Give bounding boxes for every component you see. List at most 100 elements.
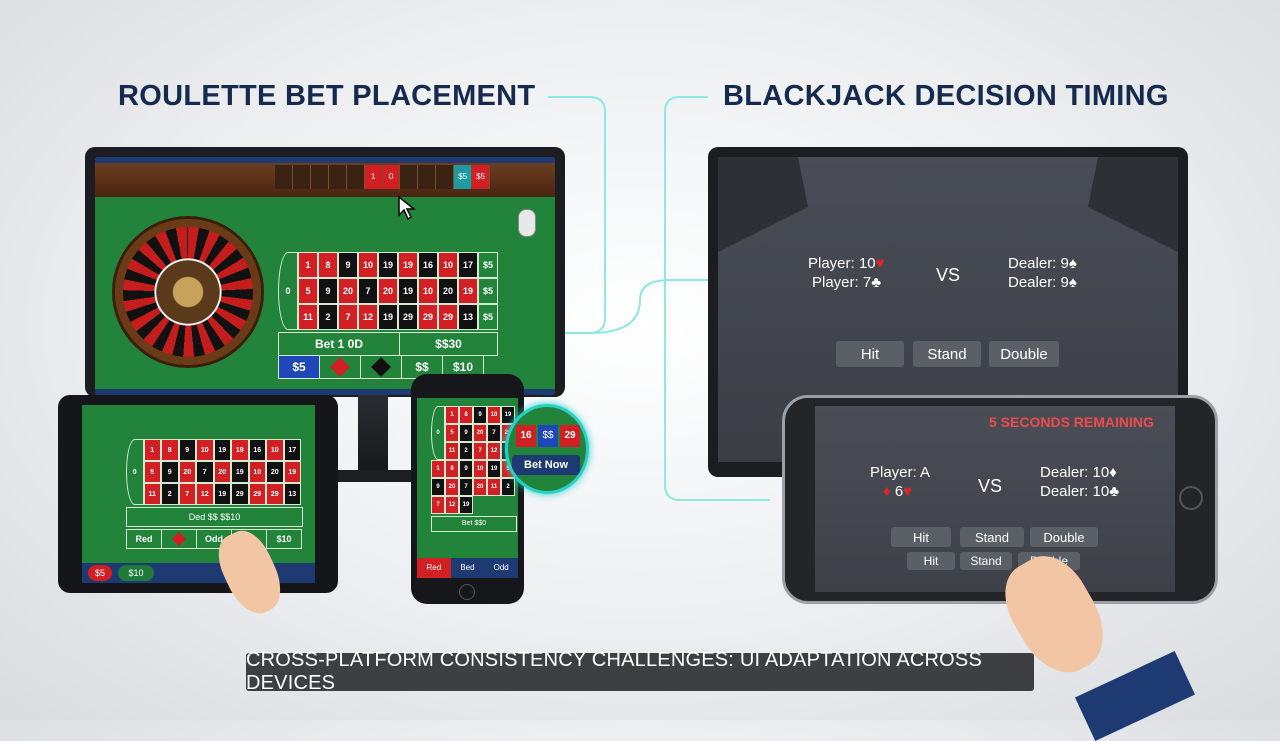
- number-cell[interactable]: 19: [487, 460, 501, 478]
- number-cell[interactable]: 19: [398, 252, 418, 278]
- number-cell[interactable]: 16: [248, 439, 266, 461]
- number-cell[interactable]: 5: [298, 278, 318, 304]
- home-button[interactable]: [459, 584, 475, 600]
- number-cell[interactable]: 9: [473, 406, 487, 424]
- number-cell[interactable]: 19: [231, 439, 249, 461]
- bet-strip-cell[interactable]: [275, 165, 293, 189]
- bet-strip-cell[interactable]: [329, 165, 347, 189]
- number-cell[interactable]: 20: [178, 461, 196, 483]
- bet-strip-cell[interactable]: $5: [472, 165, 491, 189]
- number-cell[interactable]: $5: [478, 278, 498, 304]
- number-cell[interactable]: 10: [473, 460, 487, 478]
- number-cell[interactable]: 20: [213, 461, 231, 483]
- number-cell[interactable]: 7: [459, 478, 473, 496]
- number-cell[interactable]: 5: [445, 424, 459, 442]
- number-cell[interactable]: 29: [231, 483, 249, 505]
- number-cell[interactable]: 20: [473, 478, 487, 496]
- number-cell[interactable]: 2: [459, 442, 473, 460]
- bet-strip-cell[interactable]: [347, 165, 365, 189]
- number-cell[interactable]: 11: [298, 304, 318, 330]
- bet-strip-cell[interactable]: [311, 165, 329, 189]
- number-cell[interactable]: 17: [458, 252, 478, 278]
- number-cell[interactable]: 19: [213, 439, 231, 461]
- zero-cell[interactable]: 0: [278, 252, 298, 330]
- number-cell[interactable]: 29: [418, 304, 438, 330]
- tab-red[interactable]: Red: [417, 558, 451, 578]
- bet-now-button[interactable]: Bet Now: [512, 455, 580, 475]
- number-cell[interactable]: 9: [338, 252, 358, 278]
- number-cell[interactable]: 9: [459, 460, 473, 478]
- black-bet[interactable]: [361, 356, 402, 378]
- number-cell[interactable]: 9: [431, 478, 445, 496]
- number-cell[interactable]: 12: [358, 304, 378, 330]
- number-cell[interactable]: 8: [318, 252, 338, 278]
- double-button[interactable]: Double: [1030, 527, 1098, 547]
- number-cell[interactable]: 19: [231, 461, 249, 483]
- number-cell[interactable]: 16: [418, 252, 438, 278]
- number-cell[interactable]: 11: [143, 483, 161, 505]
- bet-strip-cell[interactable]: [418, 165, 437, 189]
- roulette-wheel[interactable]: [115, 219, 261, 365]
- number-cell[interactable]: 29: [398, 304, 418, 330]
- number-cell[interactable]: 10: [358, 252, 378, 278]
- number-cell[interactable]: 12: [487, 442, 501, 460]
- number-cell[interactable]: 19: [213, 483, 231, 505]
- number-cell[interactable]: 7: [487, 424, 501, 442]
- red-bet[interactable]: [320, 356, 361, 378]
- number-cell[interactable]: 13: [283, 483, 301, 505]
- number-cell[interactable]: 10: [418, 278, 438, 304]
- number-cell[interactable]: 29: [248, 483, 266, 505]
- number-cell[interactable]: 10: [196, 439, 214, 461]
- diamond-bet[interactable]: [162, 530, 197, 548]
- number-cell[interactable]: 20: [266, 461, 284, 483]
- number-cell[interactable]: 20: [338, 278, 358, 304]
- number-cell[interactable]: 10: [487, 406, 501, 424]
- chip-5-bet[interactable]: $5: [279, 356, 320, 378]
- number-cell[interactable]: 12: [445, 496, 459, 514]
- bet-strip-cell[interactable]: [400, 165, 419, 189]
- stand-button-small[interactable]: Stand: [960, 552, 1012, 570]
- number-cell[interactable]: 13: [458, 304, 478, 330]
- stand-button[interactable]: Stand: [913, 341, 981, 367]
- number-cell[interactable]: 10: [438, 252, 458, 278]
- number-cell[interactable]: 29: [266, 483, 284, 505]
- number-cell[interactable]: 19: [459, 496, 473, 514]
- number-cell[interactable]: 1: [298, 252, 318, 278]
- ten-bet[interactable]: $10: [276, 534, 292, 544]
- number-cell[interactable]: 9: [318, 278, 338, 304]
- tab-odd[interactable]: Odd: [493, 563, 509, 572]
- number-cell[interactable]: 12: [196, 483, 214, 505]
- bet-label[interactable]: Bet 1 0D: [279, 333, 400, 355]
- double-button[interactable]: Double: [989, 341, 1059, 367]
- hit-button[interactable]: Hit: [836, 341, 904, 367]
- number-cell[interactable]: $5: [478, 304, 498, 330]
- number-cell[interactable]: 5: [143, 461, 161, 483]
- number-cell[interactable]: 2: [318, 304, 338, 330]
- bet-total[interactable]: $$30: [435, 337, 462, 351]
- bet-strip-cell[interactable]: 0: [382, 165, 401, 189]
- bet-strip-cell[interactable]: [436, 165, 455, 189]
- number-cell[interactable]: 7: [358, 278, 378, 304]
- number-cell[interactable]: 29: [438, 304, 458, 330]
- number-cell[interactable]: 7: [178, 483, 196, 505]
- number-cell[interactable]: 20: [445, 478, 459, 496]
- number-cell[interactable]: 19: [398, 278, 418, 304]
- number-cell[interactable]: 1: [445, 406, 459, 424]
- zero-cell[interactable]: 0: [126, 439, 144, 505]
- bet-strip-cell[interactable]: $5: [454, 165, 473, 189]
- number-cell[interactable]: 7: [196, 461, 214, 483]
- number-cell[interactable]: 19: [378, 252, 398, 278]
- number-cell[interactable]: 7: [431, 496, 445, 514]
- number-cell[interactable]: 9: [459, 424, 473, 442]
- number-cell[interactable]: 8: [445, 460, 459, 478]
- chip-stack-bet[interactable]: $$: [402, 356, 443, 378]
- number-cell[interactable]: 17: [283, 439, 301, 461]
- bet-strip-cell[interactable]: 1: [364, 165, 383, 189]
- chip-10[interactable]: $10: [118, 565, 154, 581]
- home-button[interactable]: [1179, 486, 1203, 510]
- number-cell[interactable]: 8: [161, 439, 179, 461]
- number-cell[interactable]: 11: [445, 442, 459, 460]
- number-cell[interactable]: 20: [473, 424, 487, 442]
- number-cell[interactable]: 1: [431, 460, 445, 478]
- number-cell[interactable]: 2: [161, 483, 179, 505]
